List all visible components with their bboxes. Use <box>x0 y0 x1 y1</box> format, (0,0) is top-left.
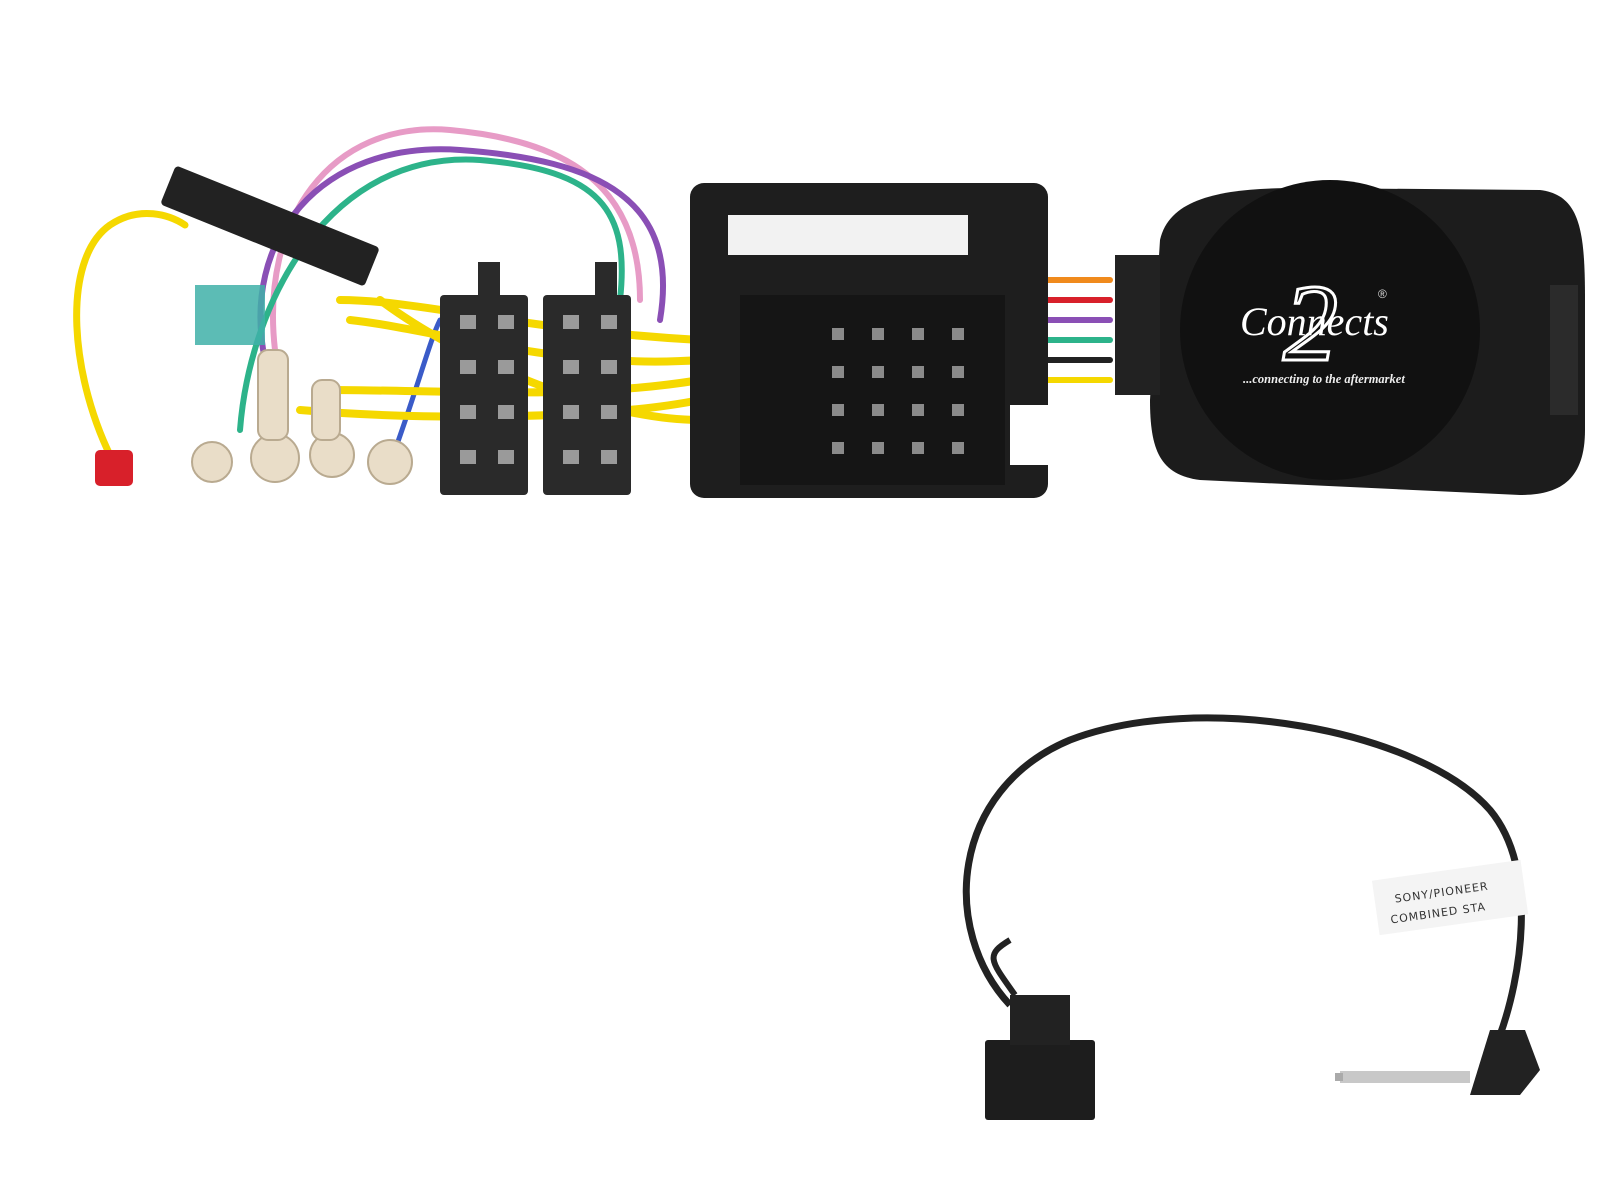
connector-pin <box>912 442 924 454</box>
connector-pin <box>832 328 844 340</box>
spade-terminal <box>367 439 413 485</box>
yellow-wire-loop <box>73 209 189 469</box>
iso-connector-right <box>543 262 631 495</box>
module-side-port <box>1550 285 1578 415</box>
connector-pin <box>952 442 964 454</box>
connector-pin <box>832 404 844 416</box>
connector-pin <box>498 450 514 464</box>
spade-terminal <box>191 441 233 483</box>
molex-plug <box>985 1040 1095 1120</box>
logo-brand: Connects <box>1240 299 1389 344</box>
connector-pin <box>832 366 844 378</box>
blue-wire <box>392 317 443 453</box>
connector-pin <box>832 442 844 454</box>
connector-pin <box>460 405 476 419</box>
connector-pin <box>872 366 884 378</box>
connector-pin <box>912 366 924 378</box>
connector-pin <box>601 315 617 329</box>
iso-connector-left <box>440 262 528 495</box>
spade-terminals <box>95 349 413 486</box>
connector-pin <box>912 404 924 416</box>
inline-connector <box>161 166 379 286</box>
connector-pin <box>872 328 884 340</box>
interface-module: Connects 2 ® ...connecting to the afterm… <box>1115 180 1585 495</box>
connector-pin <box>601 450 617 464</box>
spade-terminal <box>250 433 300 483</box>
red-spade-terminal <box>95 450 133 486</box>
logo-number: 2 <box>1283 262 1338 384</box>
wrap-label <box>1371 859 1529 936</box>
connector-pin <box>460 360 476 374</box>
connector-pin <box>563 315 579 329</box>
purple-wire <box>257 146 667 363</box>
logo-registered-mark: ® <box>1378 287 1387 301</box>
connector-pin <box>563 450 579 464</box>
connector-pin <box>952 404 964 416</box>
connector-pin <box>563 405 579 419</box>
module-tagline: ...connecting to the aftermarket <box>1243 372 1405 386</box>
connector-pin <box>601 360 617 374</box>
patch-lead: SONY/PIONEER COMBINED STA <box>962 714 1540 1120</box>
connector-pin <box>563 360 579 374</box>
connector-pin <box>498 360 514 374</box>
connector-pin <box>872 442 884 454</box>
connector-pin <box>601 405 617 419</box>
connector-pin <box>460 315 476 329</box>
connector-pin <box>952 328 964 340</box>
quadlock-connector <box>690 183 1050 498</box>
antenna-connector <box>195 285 265 345</box>
connector-pin <box>498 315 514 329</box>
module-lead-plug <box>1115 255 1160 395</box>
connector-pin <box>872 404 884 416</box>
connector-pin <box>912 328 924 340</box>
connector-pin <box>952 366 964 378</box>
jack-plug <box>1335 1030 1540 1095</box>
connector-pin <box>460 450 476 464</box>
connector-pin <box>498 405 514 419</box>
